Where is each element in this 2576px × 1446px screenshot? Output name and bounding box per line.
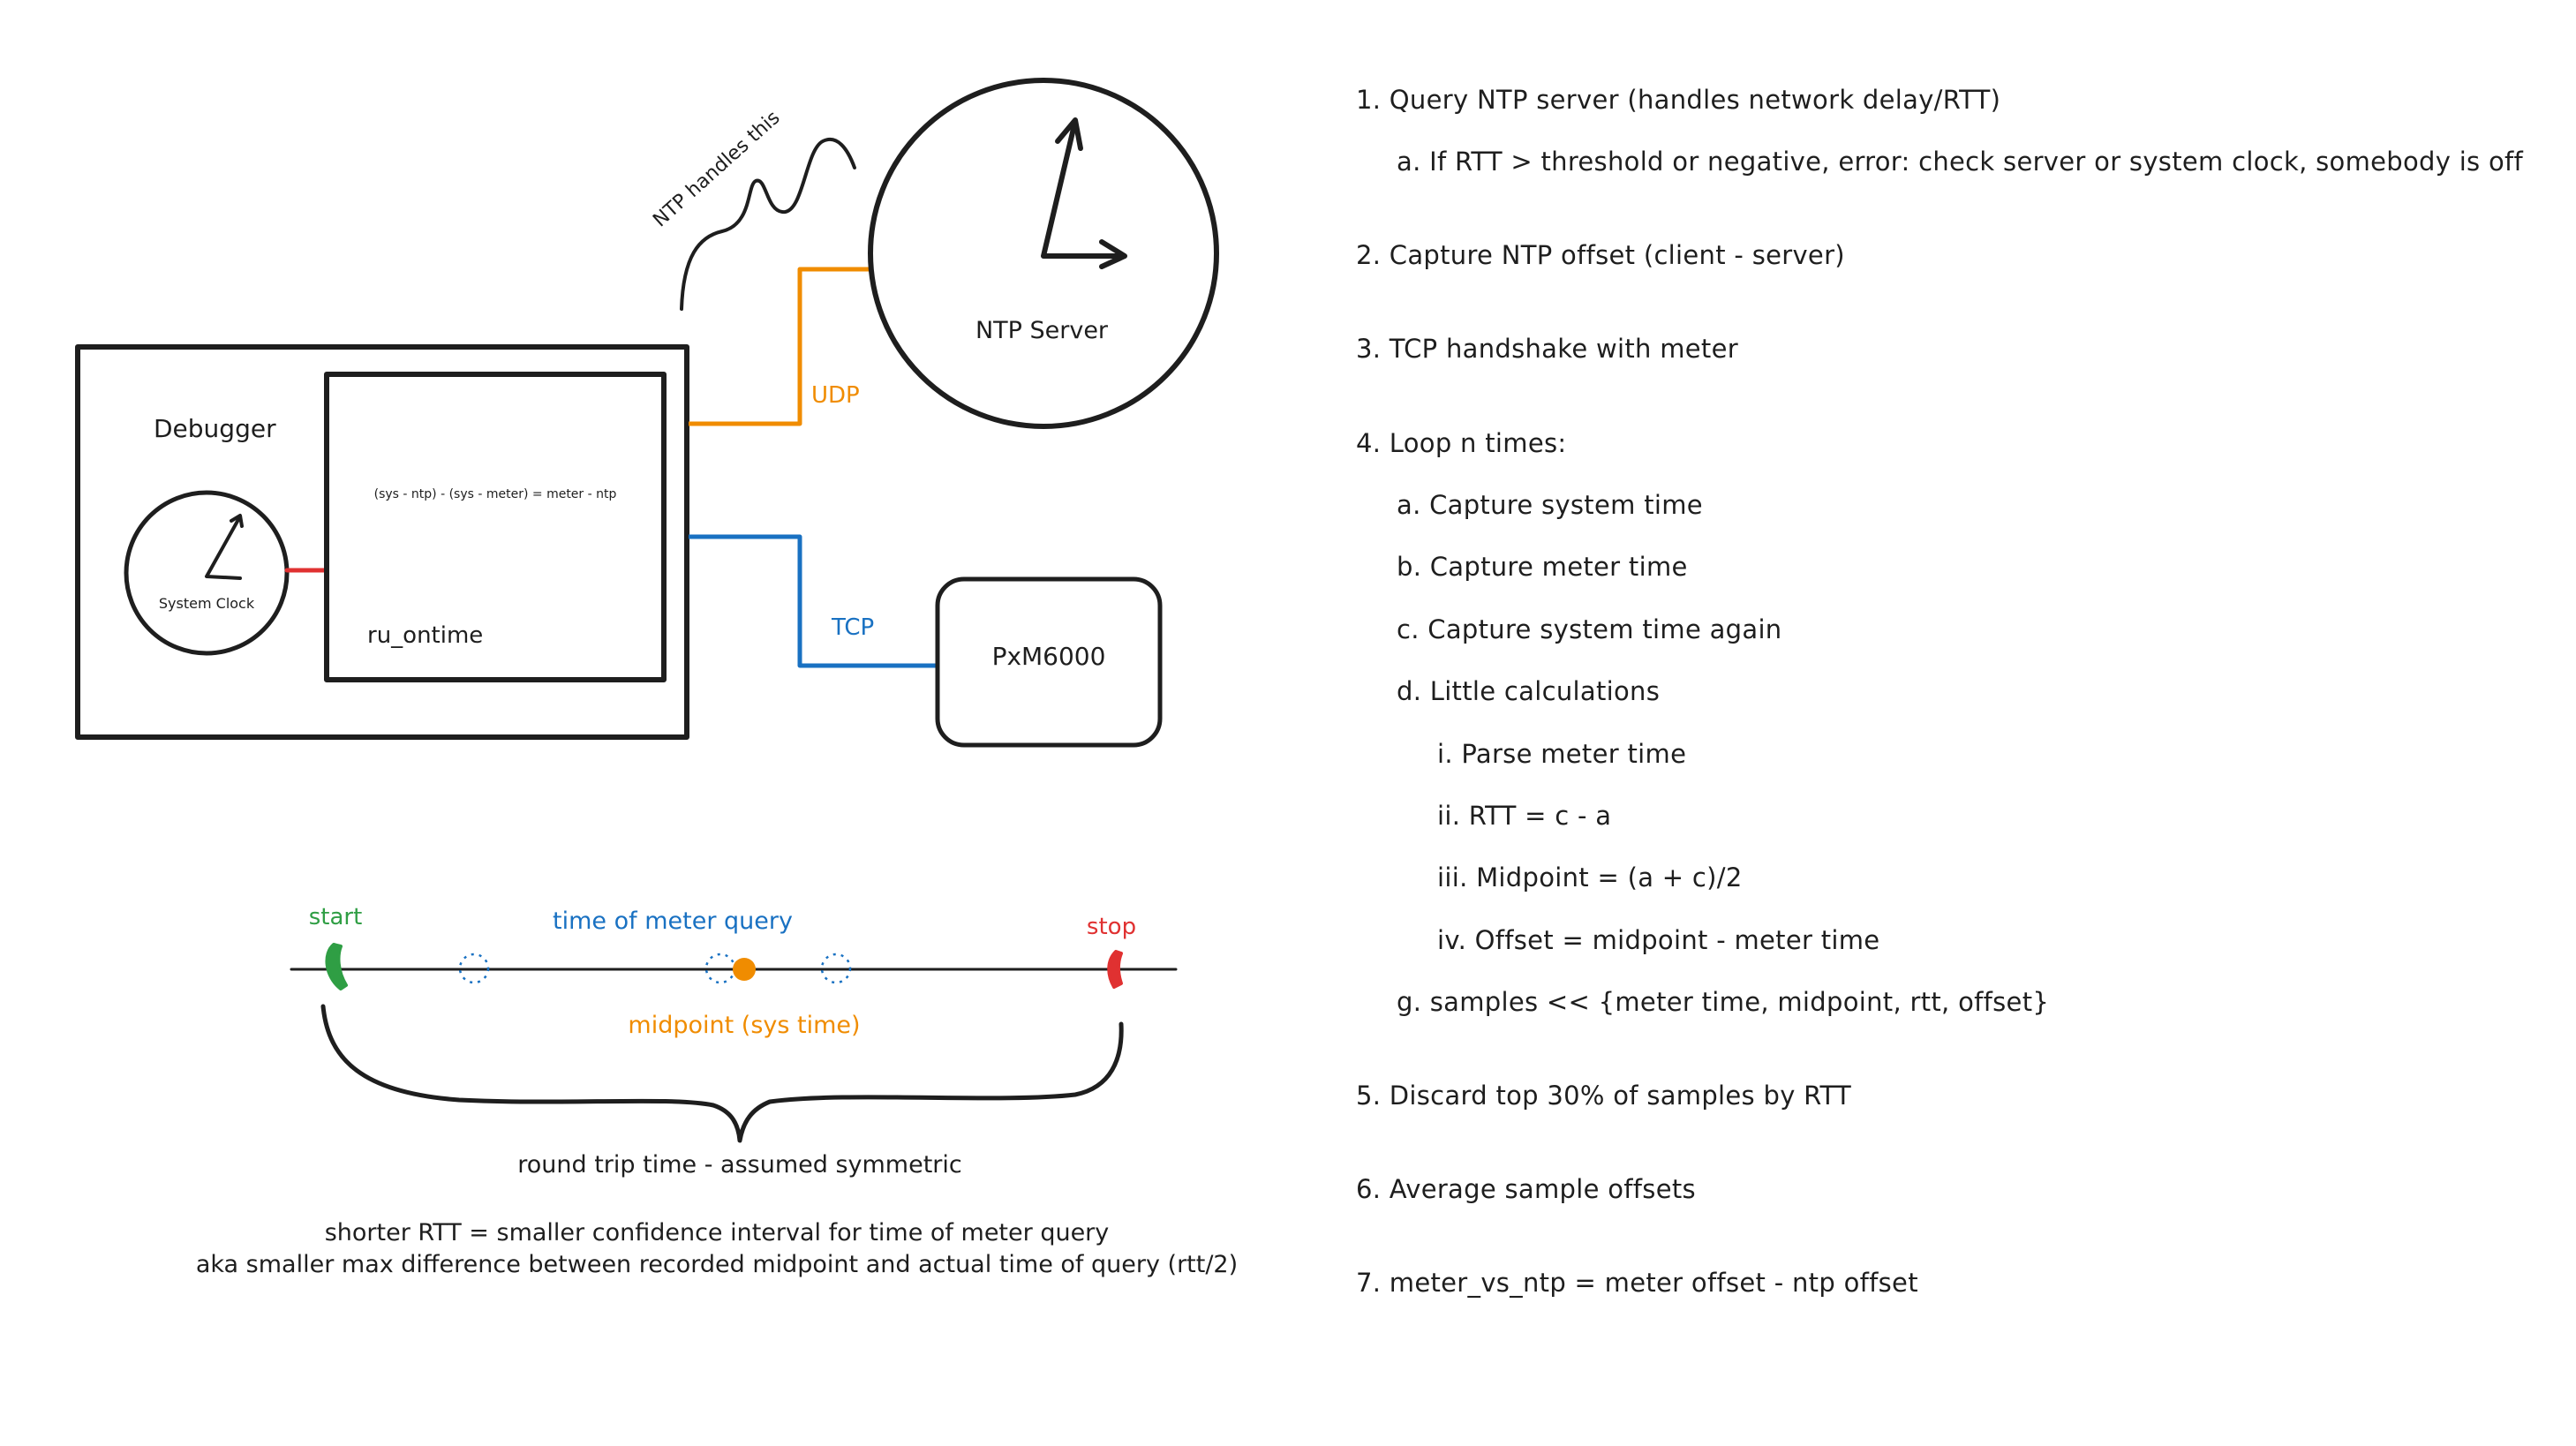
- start-marker: [325, 943, 348, 990]
- step-item: 6. Average sample offsets: [1356, 1174, 1696, 1204]
- query-candidate-left: [458, 953, 490, 984]
- query-label: time of meter query: [553, 908, 793, 935]
- step-item: ii. RTT = c - a: [1437, 801, 1612, 831]
- rtt-label: round trip time - assumed symmetric: [517, 1151, 962, 1179]
- udp-connector: [689, 267, 872, 426]
- step-item: g. samples << {meter time, midpoint, rtt…: [1397, 987, 2050, 1017]
- meter-label: PxM6000: [992, 642, 1106, 671]
- query-candidate-right: [820, 953, 852, 984]
- rtt-note-line1: shorter RTT = smaller confidence interva…: [325, 1219, 1110, 1246]
- step-item: iii. Midpoint = (a + c)/2: [1437, 862, 1743, 892]
- ntp-server-label: NTP Server: [975, 317, 1109, 344]
- step-item: 5. Discard top 30% of samples by RTT: [1356, 1081, 1852, 1111]
- tcp-connector: [689, 534, 938, 668]
- system-clock-label: System Clock: [159, 595, 255, 612]
- step-item: 4. Loop n times:: [1356, 428, 1567, 458]
- step-item: 7. meter_vs_ntp = meter offset - ntp off…: [1356, 1268, 1918, 1298]
- step-item: 2. Capture NTP offset (client - server): [1356, 240, 1845, 270]
- ntp-handles-label: NTP handles this: [649, 107, 784, 232]
- ntp-handles-squiggle: [680, 138, 856, 311]
- rtt-brace: [320, 1004, 1124, 1143]
- step-item: 1. Query NTP server (handles network del…: [1356, 85, 2001, 115]
- udp-label: UDP: [811, 382, 860, 409]
- stop-marker: [1107, 950, 1123, 989]
- midpoint-marker: [733, 958, 756, 981]
- step-item: i. Parse meter time: [1437, 739, 1687, 769]
- ntp-server-circle: [868, 78, 1219, 429]
- system-clock-hands-icon: [205, 514, 244, 580]
- ntp-server-clock-hands-icon: [1041, 117, 1127, 269]
- step-item: iv. Offset = midpoint - meter time: [1437, 925, 1880, 955]
- step-item: b. Capture meter time: [1397, 552, 1688, 582]
- step-item: 3. TCP handshake with meter: [1356, 334, 1738, 364]
- runtime-box: [324, 372, 667, 682]
- runtime-label: ru_ontime: [367, 622, 483, 649]
- start-label: start: [309, 904, 363, 930]
- step-item: d. Little calculations: [1397, 676, 1661, 706]
- midpoint-label: midpoint (sys time): [628, 1012, 860, 1039]
- step-item: a. Capture system time: [1397, 490, 1703, 520]
- step-item: c. Capture system time again: [1397, 614, 1782, 644]
- system-clock-circle: [124, 490, 290, 656]
- formula-text: (sys - ntp) - (sys - meter) = meter - nt…: [374, 487, 617, 501]
- debugger-box: [75, 344, 689, 740]
- tcp-label: TCP: [831, 614, 874, 641]
- stop-label: stop: [1087, 914, 1136, 940]
- debugger-label: Debugger: [154, 414, 276, 443]
- step-item: a. If RTT > threshold or negative, error…: [1397, 147, 2524, 177]
- meter-box: [935, 576, 1163, 748]
- rtt-note-line2: aka smaller max difference between recor…: [196, 1251, 1238, 1278]
